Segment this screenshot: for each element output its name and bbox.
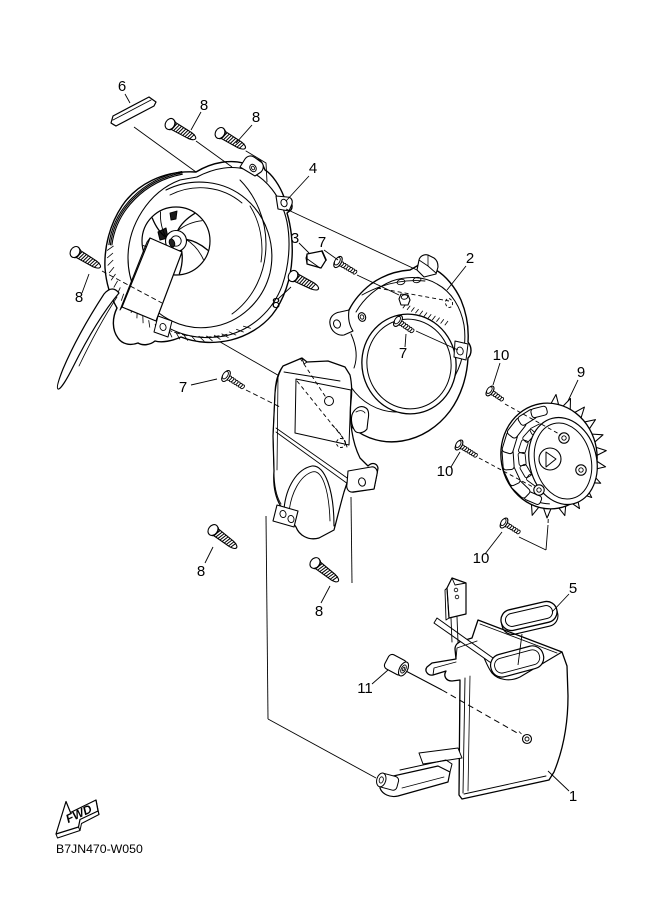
svg-text:8: 8 <box>200 97 208 114</box>
svg-text:8: 8 <box>252 109 260 126</box>
svg-text:7: 7 <box>399 345 407 362</box>
svg-text:5: 5 <box>569 580 577 597</box>
svg-text:11: 11 <box>357 680 373 697</box>
svg-text:4: 4 <box>309 160 317 177</box>
svg-text:B7JN470-W050: B7JN470-W050 <box>56 842 143 856</box>
svg-text:6: 6 <box>118 78 126 95</box>
svg-text:7: 7 <box>179 379 187 396</box>
svg-text:10: 10 <box>473 550 490 567</box>
svg-text:10: 10 <box>437 463 454 480</box>
svg-text:8: 8 <box>315 603 323 620</box>
svg-text:3: 3 <box>291 230 299 247</box>
svg-text:10: 10 <box>493 347 510 364</box>
svg-text:7: 7 <box>318 234 326 251</box>
svg-text:8: 8 <box>75 289 83 306</box>
svg-text:8: 8 <box>197 563 205 580</box>
svg-text:9: 9 <box>577 364 585 381</box>
svg-text:1: 1 <box>569 788 577 805</box>
svg-text:2: 2 <box>466 250 474 267</box>
